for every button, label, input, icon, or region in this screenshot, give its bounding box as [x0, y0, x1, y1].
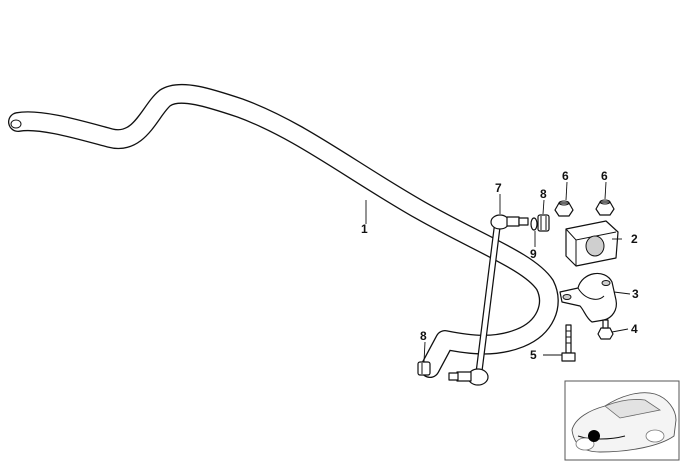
bar-end-eye [10, 119, 22, 129]
stabilizer-bar [8, 83, 559, 378]
nut-upper [537, 214, 550, 232]
nut-lower [417, 361, 431, 376]
callout-9: 9 [530, 247, 537, 261]
callout-2: 2 [631, 232, 638, 246]
callout-6-left: 6 [562, 169, 569, 183]
location-marker [588, 430, 600, 442]
callout-8-upper: 8 [540, 187, 547, 201]
bolt [561, 324, 576, 362]
stabilizer-link [448, 214, 529, 386]
leader-lines [365, 181, 631, 363]
collar-nut-left [554, 200, 574, 217]
stabilizer-bracket [559, 272, 617, 323]
link-upper-stud [506, 216, 520, 227]
callout-6-right: 6 [601, 169, 608, 183]
callout-1: 1 [361, 222, 368, 236]
washer [530, 217, 538, 231]
callout-4: 4 [631, 322, 638, 336]
callout-8-lower: 8 [420, 329, 427, 343]
hex-bolt [597, 319, 614, 340]
link-lower-stud [456, 371, 472, 382]
callout-3: 3 [632, 287, 639, 301]
collar-nut-right [595, 199, 615, 216]
vehicle-location-thumbnail [564, 380, 680, 461]
link-upper-ball-joint [490, 214, 510, 230]
callout-5: 5 [530, 348, 537, 362]
callout-7: 7 [495, 181, 502, 195]
rubber-mounting [565, 220, 619, 267]
callouts: 1 2 3 4 5 6 6 7 8 8 9 [361, 169, 639, 362]
